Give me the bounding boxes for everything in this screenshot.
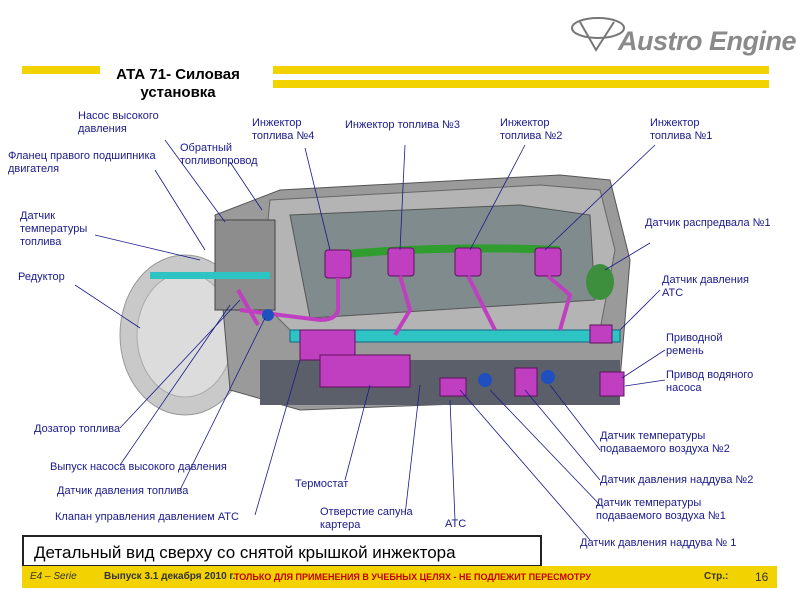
label-fuel-pressure: Датчик давления топлива <box>57 485 189 497</box>
label-flange: Фланец правого подшипника двигателя <box>8 150 156 175</box>
label-breather: Отверстие сапуна картера <box>320 506 413 531</box>
label-atc-valve: Клапан управления давлением АТС <box>55 511 239 523</box>
label-reducer: Редуктор <box>18 271 65 283</box>
label-fuel-meter: Дозатор топлива <box>34 423 121 435</box>
label-air-temp-1: Датчик температуры подаваемого воздуха №… <box>596 497 726 522</box>
label-fuel-temp: Датчик температуры топлива <box>20 210 88 248</box>
label-return-line: Обратный топливопровод <box>180 142 258 167</box>
header-bar-left <box>22 66 100 74</box>
brand-logo: Austro Engine <box>618 26 797 56</box>
caption-box: Детальный вид сверху со снятой крышкой и… <box>22 535 542 567</box>
label-hp-outlet: Выпуск насоса высокого давления <box>50 461 227 473</box>
label-injector-1: Инжектор топлива №1 <box>650 117 713 142</box>
label-water-pump: Привод водяного насоса <box>666 369 754 394</box>
label-thermostat: Термостат <box>295 478 349 490</box>
label-air-temp-2: Датчик температуры подаваемого воздуха №… <box>600 430 730 455</box>
header-bar-right-lower <box>273 80 769 88</box>
label-hp-pump: Насос высокого давления <box>78 110 159 135</box>
label-atc: АТС <box>445 518 467 530</box>
label-drive-belt: Приводной ремень <box>666 332 723 357</box>
header-bar-right <box>273 66 769 74</box>
label-boost-2: Датчик давления наддува №2 <box>600 474 754 486</box>
footer-page-label: Стр.: <box>704 571 729 582</box>
label-injector-4: Инжектор топлива №4 <box>252 117 315 142</box>
page-title: АТА 71- Силовая установка <box>116 66 240 101</box>
label-cam-sensor: Датчик распредвала №1 <box>645 217 771 229</box>
footer-bar: E4 – Serie Выпуск 3.1 декабря 2010 г. ТО… <box>22 566 777 588</box>
footer-series: E4 – Serie <box>30 571 77 582</box>
label-injector-2: Инжектор топлива №2 <box>500 117 563 142</box>
footer-notice: ТОЛЬКО ДЛЯ ПРИМЕНЕНИЯ В УЧЕБНЫХ ЦЕЛЯХ - … <box>234 572 591 582</box>
footer-issue: Выпуск 3.1 декабря 2010 г. <box>104 571 236 582</box>
footer-page-number: 16 <box>755 570 769 584</box>
label-atc-pressure: Датчик давления АТС <box>662 274 749 299</box>
label-injector-3: Инжектор топлива №3 <box>345 119 460 131</box>
label-boost-1: Датчик давления наддува № 1 <box>580 537 737 549</box>
